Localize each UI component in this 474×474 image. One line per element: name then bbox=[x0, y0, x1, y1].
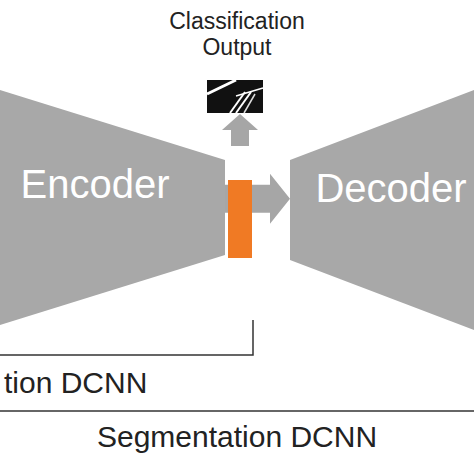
classification-bracket bbox=[0, 320, 253, 355]
trapezoid-outline bbox=[290, 90, 474, 330]
block-title: Encoder bbox=[0, 162, 190, 206]
group-label: tion DCNN bbox=[4, 366, 264, 401]
output-title: Classification Output bbox=[137, 8, 337, 61]
trapezoid-block: Decoder bbox=[290, 90, 474, 330]
group-label: Segmentation DCNN bbox=[0, 420, 474, 455]
feature-bar bbox=[228, 180, 252, 258]
trapezoid-outline bbox=[0, 90, 225, 325]
segmentation-line bbox=[0, 410, 474, 412]
trapezoid-block: Encoder bbox=[0, 90, 225, 325]
block-title: Decoder bbox=[310, 166, 472, 210]
up-arrow bbox=[222, 114, 258, 146]
output-thumbnail bbox=[207, 80, 263, 113]
